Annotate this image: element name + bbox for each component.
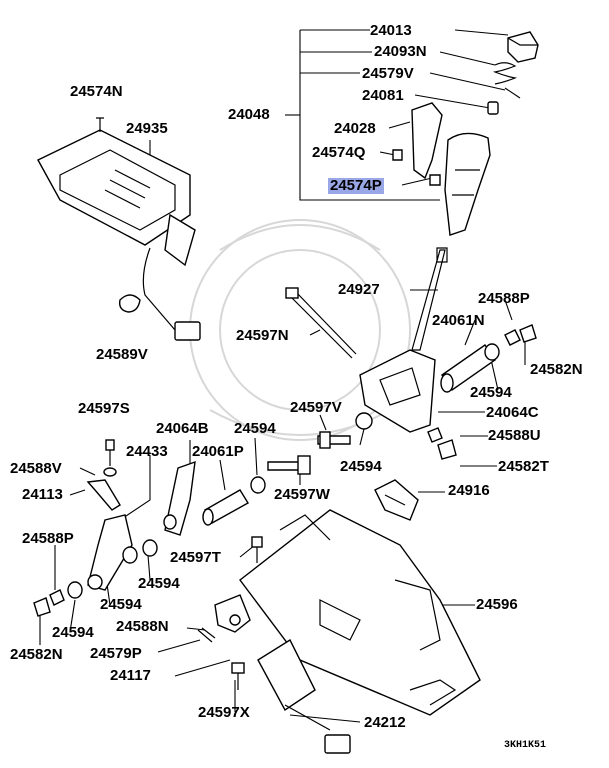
bolt-24597T xyxy=(251,536,263,563)
part-label-24594-f[interactable]: 24594 xyxy=(52,624,94,641)
lever-24433 xyxy=(87,514,133,591)
part-label-24064C[interactable]: 24064C xyxy=(486,404,539,421)
part-label-24061P[interactable]: 24061P xyxy=(192,443,244,460)
part-label-24579V[interactable]: 24579V xyxy=(362,65,414,82)
part-label-24594-a[interactable]: 24594 xyxy=(470,384,512,401)
part-label-24212[interactable]: 24212 xyxy=(364,714,406,731)
part-label-24927[interactable]: 24927 xyxy=(338,281,380,298)
clip-24589V xyxy=(118,294,141,313)
part-label-24916[interactable]: 24916 xyxy=(448,482,490,499)
part-label-24579P[interactable]: 24579P xyxy=(90,645,142,662)
screw-24574N xyxy=(96,117,104,132)
part-label-24596[interactable]: 24596 xyxy=(476,596,518,613)
lever-handle xyxy=(444,132,491,236)
pin-24579P xyxy=(197,627,216,643)
pin-24081 xyxy=(487,87,521,115)
bolt-24597W xyxy=(267,455,311,475)
lever-24117 xyxy=(214,594,251,633)
part-label-24013[interactable]: 24013 xyxy=(370,22,412,39)
part-label-24588U[interactable]: 24588U xyxy=(488,427,541,444)
washer-24594-f xyxy=(67,581,83,599)
part-label-24594-e[interactable]: 24594 xyxy=(100,596,142,613)
washer-24594-e xyxy=(142,539,158,557)
washer-24594-c xyxy=(250,476,266,494)
part-label-24594-c[interactable]: 24594 xyxy=(340,458,382,475)
figure-code: 3KH1K51 xyxy=(504,740,547,751)
part-label-24028[interactable]: 24028 xyxy=(334,120,376,137)
part-label-24582T[interactable]: 24582T xyxy=(498,458,549,475)
part-label-24093N[interactable]: 24093N xyxy=(374,43,427,60)
bracket-24113 xyxy=(86,479,121,511)
part-label-24574P[interactable]: 24574P xyxy=(328,177,384,194)
selector-unit-24935 xyxy=(37,129,201,341)
part-label-24597W[interactable]: 24597W xyxy=(274,486,330,503)
cover-24028 xyxy=(411,102,443,180)
part-label-24433[interactable]: 24433 xyxy=(126,443,168,460)
knob-24013 xyxy=(507,31,539,63)
nut-24588U xyxy=(427,427,443,443)
part-label-24594-b[interactable]: 24594 xyxy=(234,420,276,437)
spring-24093N xyxy=(492,62,518,85)
bolt-24597V xyxy=(317,431,351,449)
part-label-24574N[interactable]: 24574N xyxy=(70,83,123,100)
part-label-24117[interactable]: 24117 xyxy=(110,667,151,684)
lever-24064B xyxy=(163,460,196,536)
leader-lines xyxy=(39,29,526,723)
part-label-24588P-a[interactable]: 24588P xyxy=(478,290,530,307)
washer-24594-d xyxy=(122,546,138,564)
washer-24594-b xyxy=(355,412,373,430)
washer-24588V xyxy=(103,467,117,477)
part-label-24588V[interactable]: 24588V xyxy=(10,460,62,477)
part-label-24582N-b[interactable]: 24582N xyxy=(10,646,63,663)
group-bracket-24048 xyxy=(285,29,440,201)
part-label-24048[interactable]: 24048 xyxy=(228,106,270,123)
part-label-24597T[interactable]: 24597T xyxy=(170,549,221,566)
nut-24582N-b xyxy=(33,597,51,617)
part-label-24594-d[interactable]: 24594 xyxy=(138,575,180,592)
part-label-24597N[interactable]: 24597N xyxy=(236,327,289,344)
part-label-24597V[interactable]: 24597V xyxy=(290,399,342,416)
bolt-24597S xyxy=(105,439,115,466)
part-label-24935[interactable]: 24935 xyxy=(126,120,168,137)
part-label-24113[interactable]: 24113 xyxy=(22,486,63,503)
part-label-24597X[interactable]: 24597X xyxy=(198,704,250,721)
bracket-24916 xyxy=(374,479,419,521)
base-plate-24596 xyxy=(239,509,481,716)
nut-24582N-a xyxy=(519,324,537,343)
nut-24582T xyxy=(437,439,457,460)
bolt-24597X xyxy=(231,662,245,690)
part-label-24589V[interactable]: 24589V xyxy=(96,346,148,363)
part-label-24597S[interactable]: 24597S xyxy=(78,400,130,417)
washer-24594-a xyxy=(484,343,500,361)
bracket-24064C xyxy=(359,349,436,433)
nut-24588P-b xyxy=(49,589,65,606)
part-label-24061N[interactable]: 24061N xyxy=(432,312,485,329)
part-label-24081[interactable]: 24081 xyxy=(362,87,404,104)
screw-24574Q xyxy=(392,149,403,161)
switch-24212 xyxy=(257,638,351,754)
part-label-24064B[interactable]: 24064B xyxy=(156,420,209,437)
part-label-24574Q[interactable]: 24574Q xyxy=(312,144,366,161)
screw-24574P xyxy=(429,174,441,186)
part-label-24588N[interactable]: 24588N xyxy=(116,618,169,635)
part-label-24588P-b[interactable]: 24588P xyxy=(22,530,74,547)
bush-24061P xyxy=(202,489,249,526)
nut-24588P-a xyxy=(504,329,521,346)
lever-rod-24927 xyxy=(411,247,448,351)
part-label-24582N-a[interactable]: 24582N xyxy=(530,361,583,378)
bolt-24597N xyxy=(285,287,357,359)
